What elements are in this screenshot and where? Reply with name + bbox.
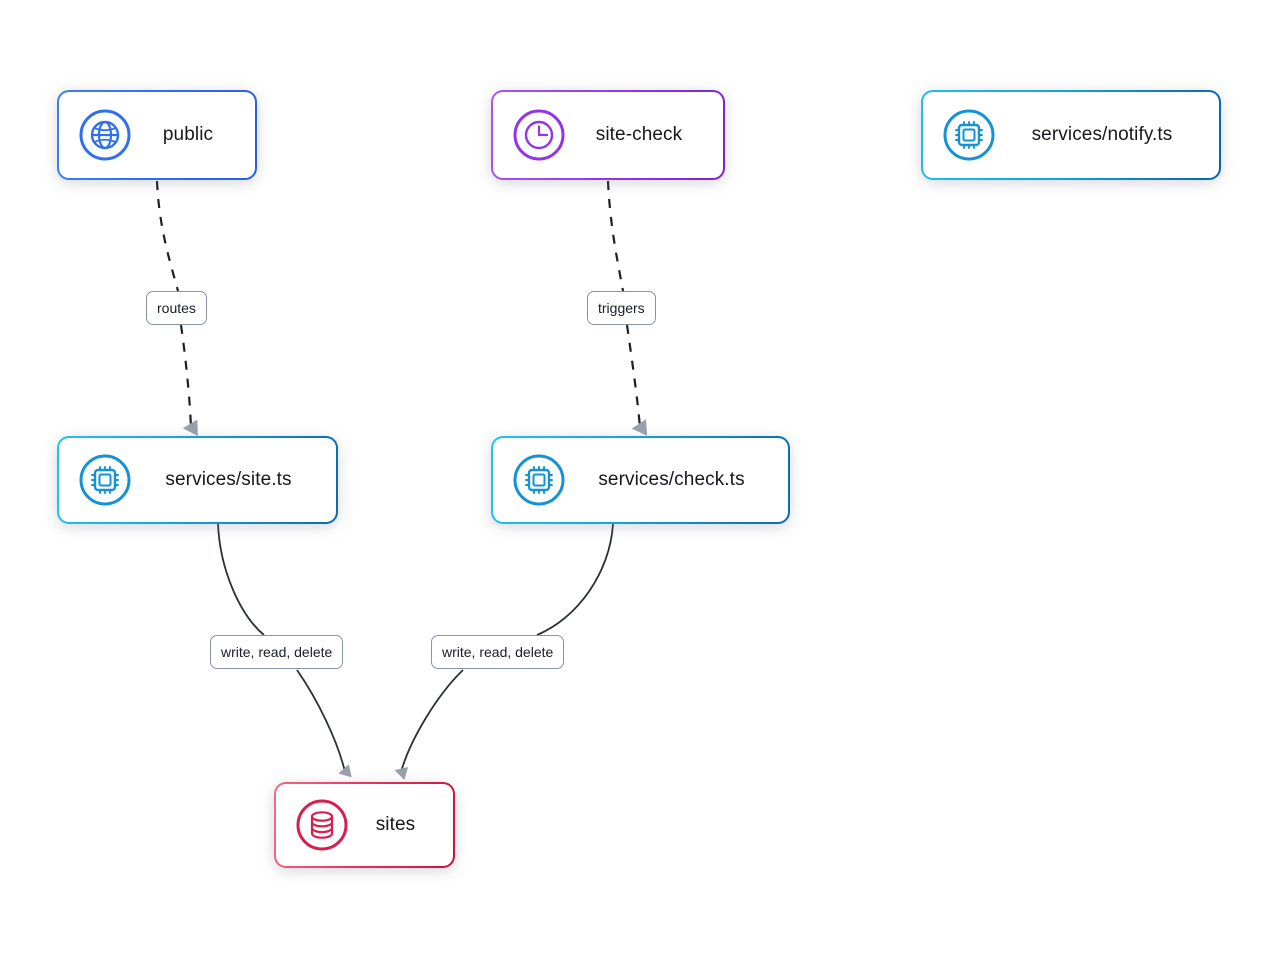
node-notify-service-label: services/notify.ts [1031,124,1173,145]
node-notify-service[interactable]: services/notify.ts [921,90,1221,180]
node-public-label: public [162,124,214,145]
edge-label-write-read-delete-check[interactable]: write, read, delete [431,635,565,669]
chip-icon [77,452,133,508]
chip-icon [941,107,997,163]
globe-icon [77,107,133,163]
node-check-service-label: services/check.ts [598,469,745,490]
node-sites-label: sites [375,814,416,835]
database-icon [294,797,350,853]
edge-label-routes[interactable]: routes [146,291,207,325]
node-site-check[interactable]: site-check [491,90,725,180]
edge-label-write-read-delete-site[interactable]: write, read, delete [210,635,344,669]
chip-icon [511,452,567,508]
clock-icon [511,107,567,163]
node-sites[interactable]: sites [274,782,455,868]
node-check-service[interactable]: services/check.ts [491,436,790,524]
node-site-check-label: site-check [595,124,683,145]
node-site-service-label: services/site.ts [165,469,292,490]
node-site-service[interactable]: services/site.ts [57,436,338,524]
node-public[interactable]: public [57,90,257,180]
edge-label-triggers[interactable]: triggers [587,291,656,325]
